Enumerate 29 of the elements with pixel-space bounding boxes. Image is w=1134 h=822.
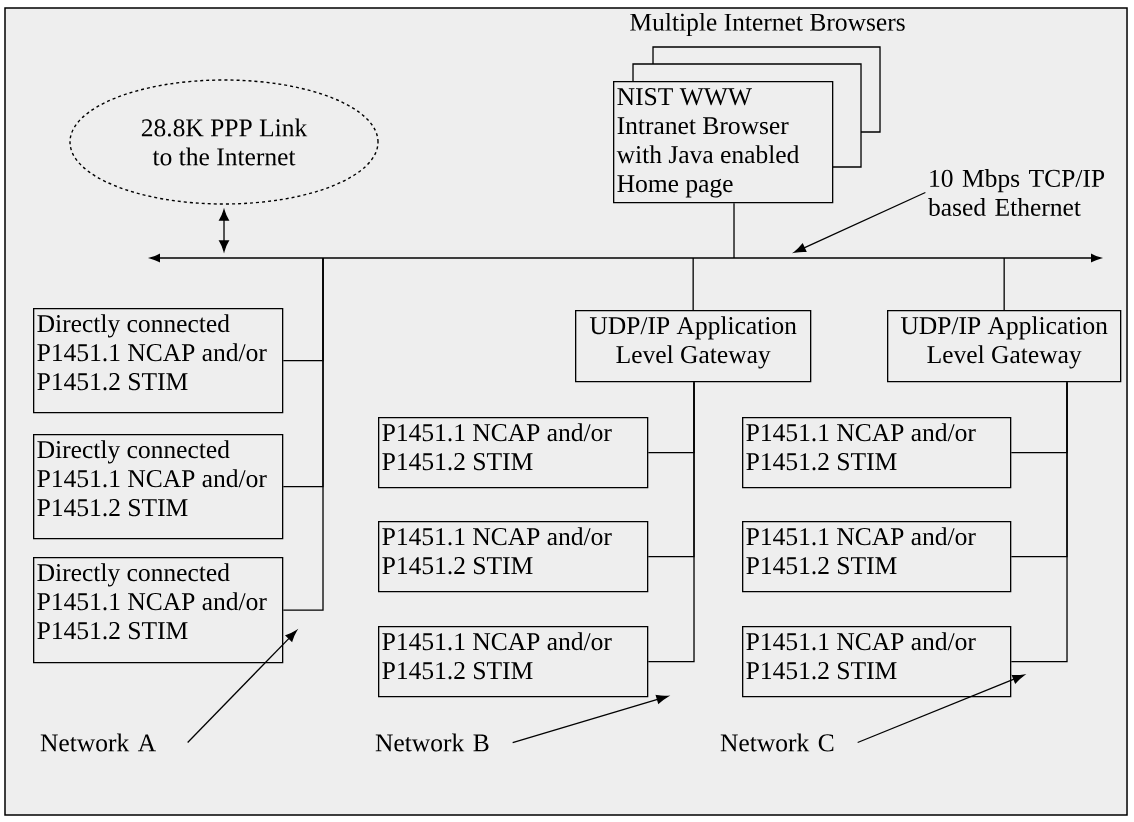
- network-label: Network B: [375, 733, 489, 752]
- arrow: [512, 694, 669, 744]
- arrow: [857, 674, 1025, 744]
- connector: [282, 257, 324, 611]
- arrow: [187, 630, 297, 744]
- arrow: [219, 209, 229, 252]
- connector: [1010, 381, 1068, 663]
- network-label: Network C: [720, 733, 834, 752]
- connector: [1003, 257, 1005, 311]
- connector: [647, 381, 695, 663]
- connector: [692, 257, 694, 311]
- connector: [733, 202, 735, 259]
- device-box: P1451.1 NCAP and/or P1451.2 STIM: [378, 417, 649, 489]
- device-box: Directly connected P1451.1 NCAP and/or P1451.2 STIM: [33, 434, 284, 540]
- ethernet-bus: [150, 254, 1101, 262]
- network-label: 10 Mbps TCP/IP based Ethernet: [928, 169, 1105, 216]
- device-box: P1451.1 NCAP and/or P1451.2 STIM: [742, 626, 1012, 698]
- gateway-box: UDP/IP Application Level Gateway: [575, 310, 812, 383]
- device-box: P1451.1 NCAP and/or P1451.2 STIM: [742, 521, 1012, 593]
- arrow: [793, 191, 926, 253]
- heading: Multiple Internet Browsers: [630, 12, 905, 36]
- device-box: Directly connected P1451.1 NCAP and/or P1451.2 STIM: [33, 308, 284, 414]
- device-box: P1451.1 NCAP and/or P1451.2 STIM: [378, 626, 649, 698]
- browser-box: NIST WWW Intranet Browser with Java enabled Home page: [613, 81, 834, 204]
- gateway-box: UDP/IP Application Level Gateway: [887, 310, 1122, 383]
- network-label: Network A: [40, 733, 156, 752]
- device-box: P1451.1 NCAP and/or P1451.2 STIM: [378, 521, 649, 593]
- device-box: P1451.1 NCAP and/or P1451.2 STIM: [742, 417, 1012, 489]
- device-box: Directly connected P1451.1 NCAP and/or P1451.2 STIM: [33, 557, 284, 664]
